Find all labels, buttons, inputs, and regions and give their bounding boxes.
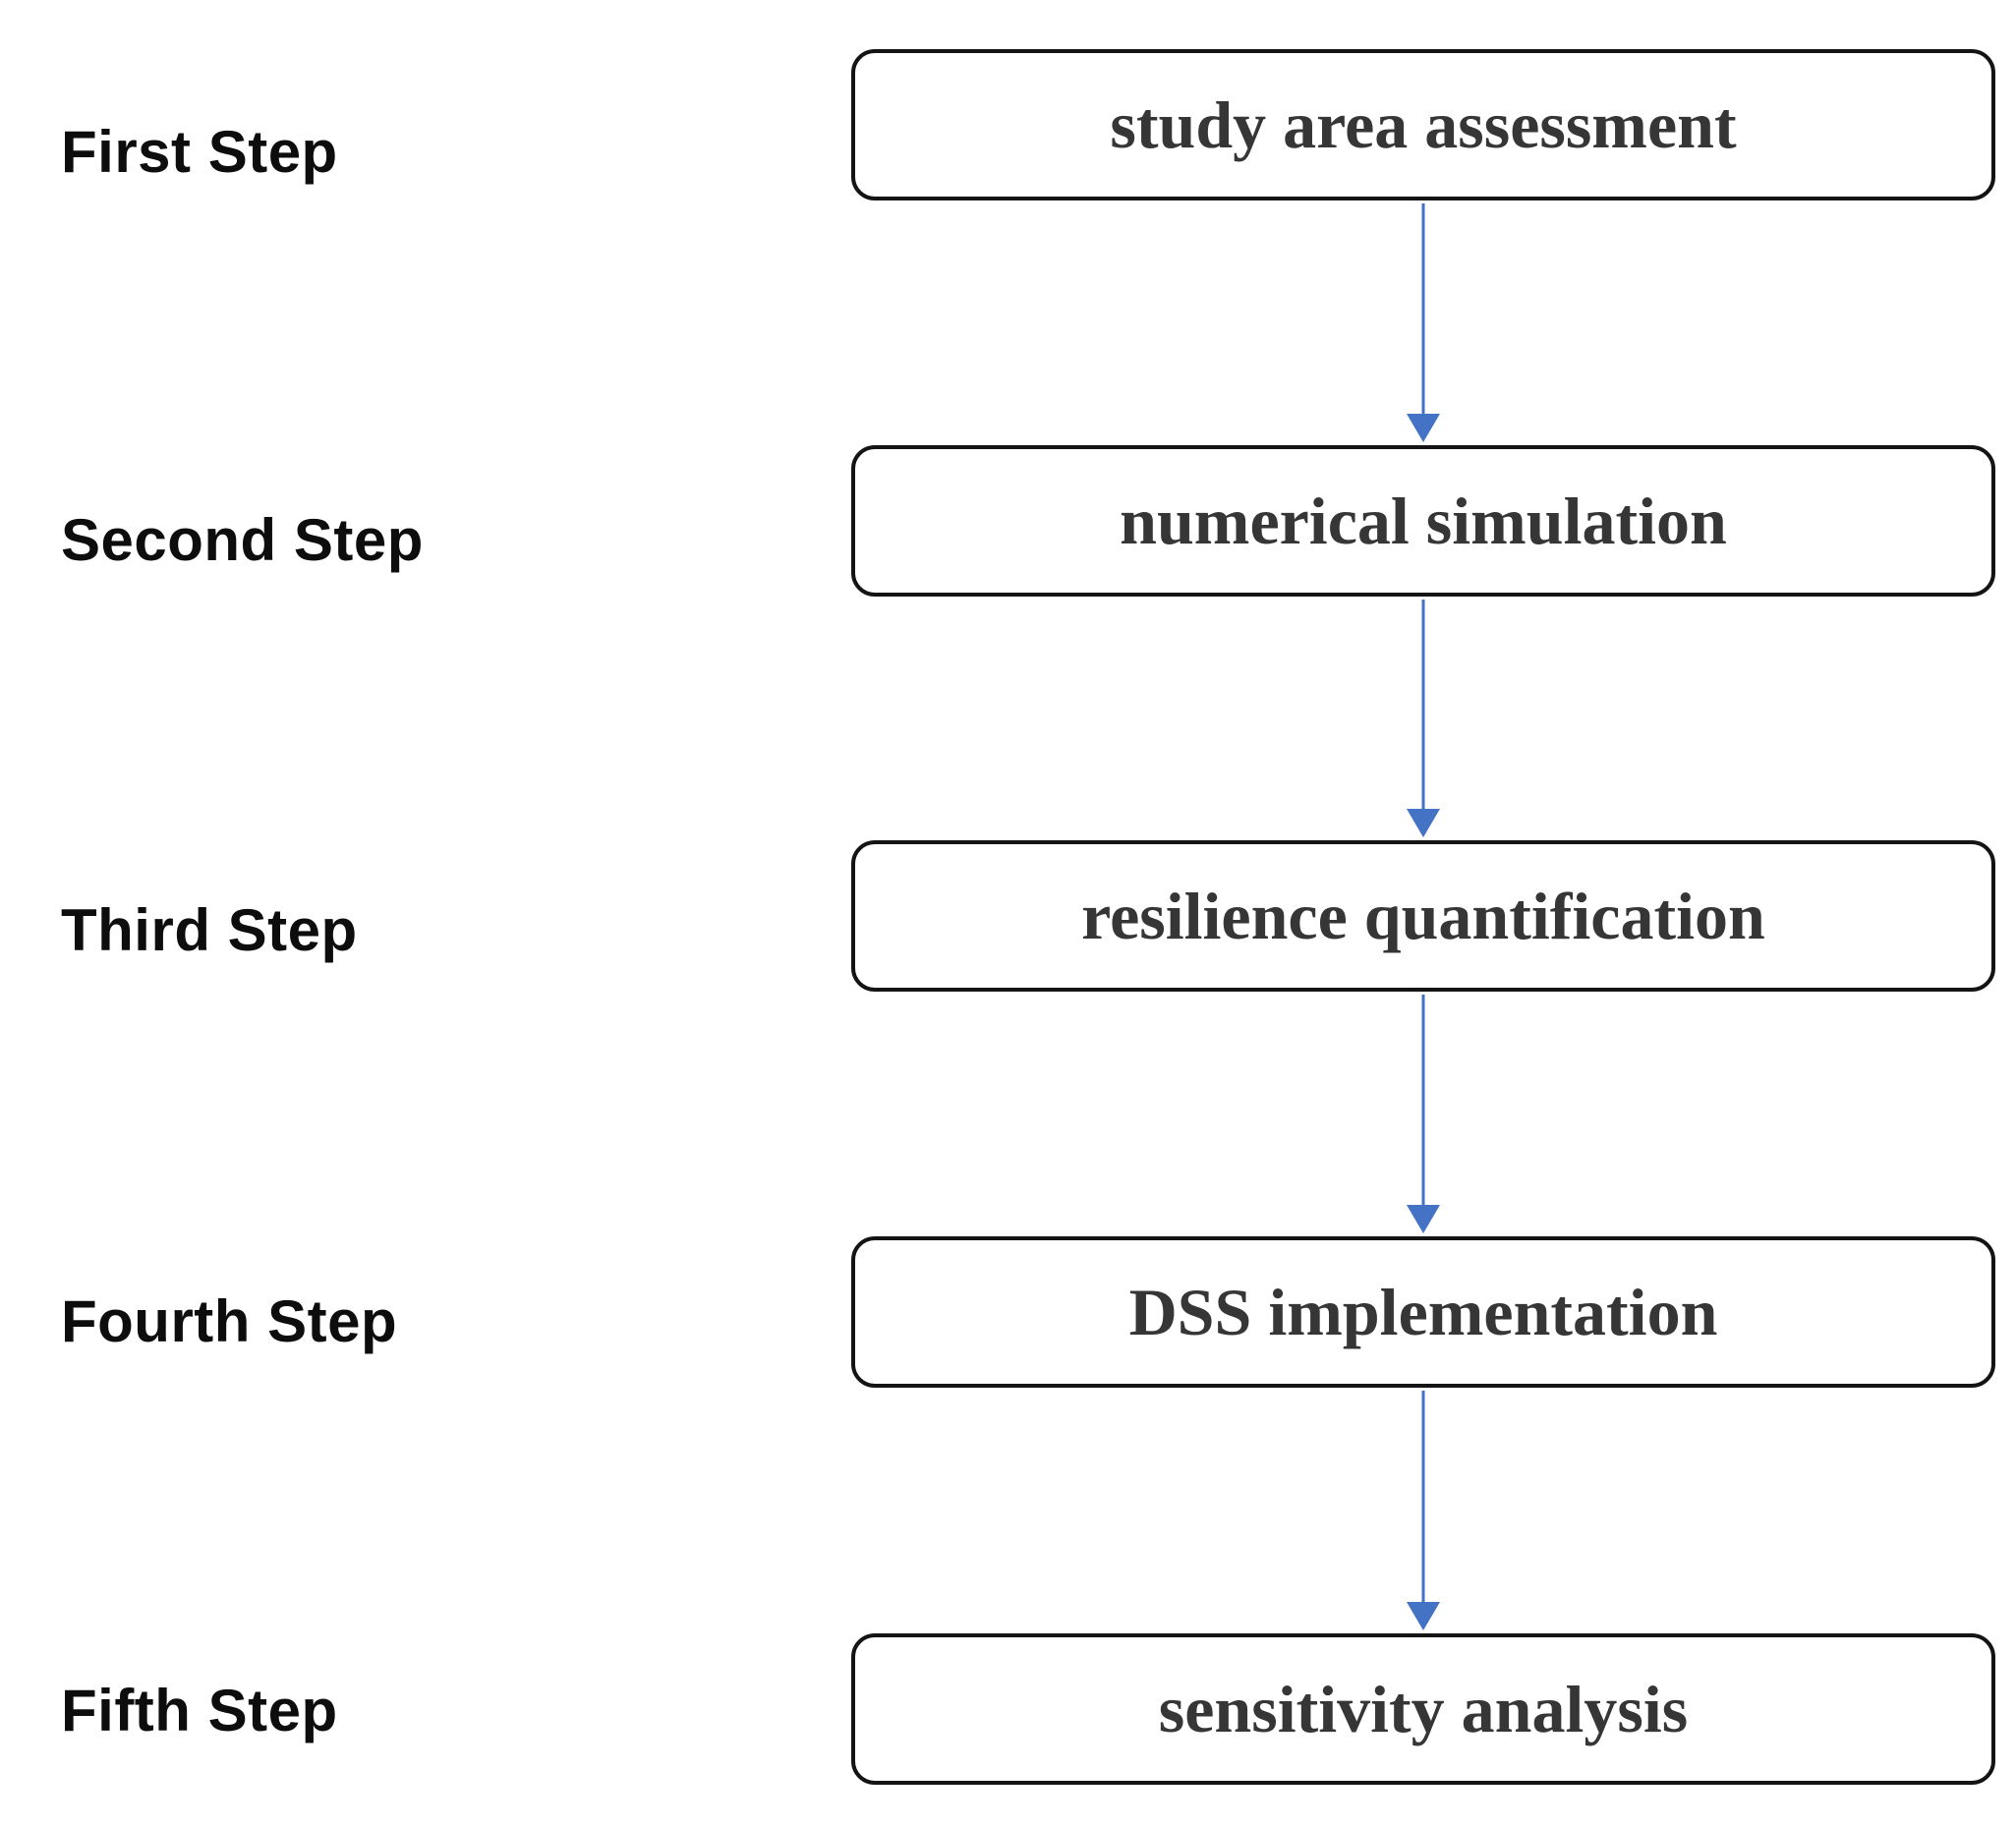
flow-arrow-1: [1407, 203, 1440, 442]
arrow-line: [1421, 995, 1425, 1220]
flow-box-text: resilience quantification: [1081, 878, 1765, 953]
arrow-line: [1421, 599, 1425, 824]
arrow-down-icon: [1407, 1602, 1440, 1630]
flow-arrow-2: [1407, 599, 1440, 837]
arrow-line: [1421, 203, 1425, 428]
flow-box-text: DSS implementation: [1128, 1274, 1718, 1349]
flow-box-text: study area assessment: [1110, 86, 1737, 162]
step-label-third: Third Step: [61, 897, 358, 963]
flow-box-study-area-assessment: study area assessment: [851, 49, 1995, 200]
flow-arrow-4: [1407, 1391, 1440, 1630]
flow-box-sensitivity-analysis: sensitivity analysis: [851, 1633, 1995, 1785]
flow-box-numerical-simulation: numerical simulation: [851, 445, 1995, 597]
arrow-line: [1421, 1391, 1425, 1617]
flow-box-resilience-quantification: resilience quantification: [851, 840, 1995, 992]
flow-box-text: numerical simulation: [1120, 483, 1727, 558]
step-label-first: First Step: [61, 119, 338, 185]
flow-box-text: sensitivity analysis: [1158, 1671, 1689, 1746]
arrow-down-icon: [1407, 809, 1440, 837]
step-label-fifth: Fifth Step: [61, 1678, 338, 1743]
flow-box-dss-implementation: DSS implementation: [851, 1236, 1995, 1388]
arrow-down-icon: [1407, 1205, 1440, 1233]
flow-arrow-3: [1407, 995, 1440, 1233]
arrow-down-icon: [1407, 414, 1440, 442]
step-label-second: Second Step: [61, 507, 424, 573]
step-label-fourth: Fourth Step: [61, 1288, 398, 1354]
